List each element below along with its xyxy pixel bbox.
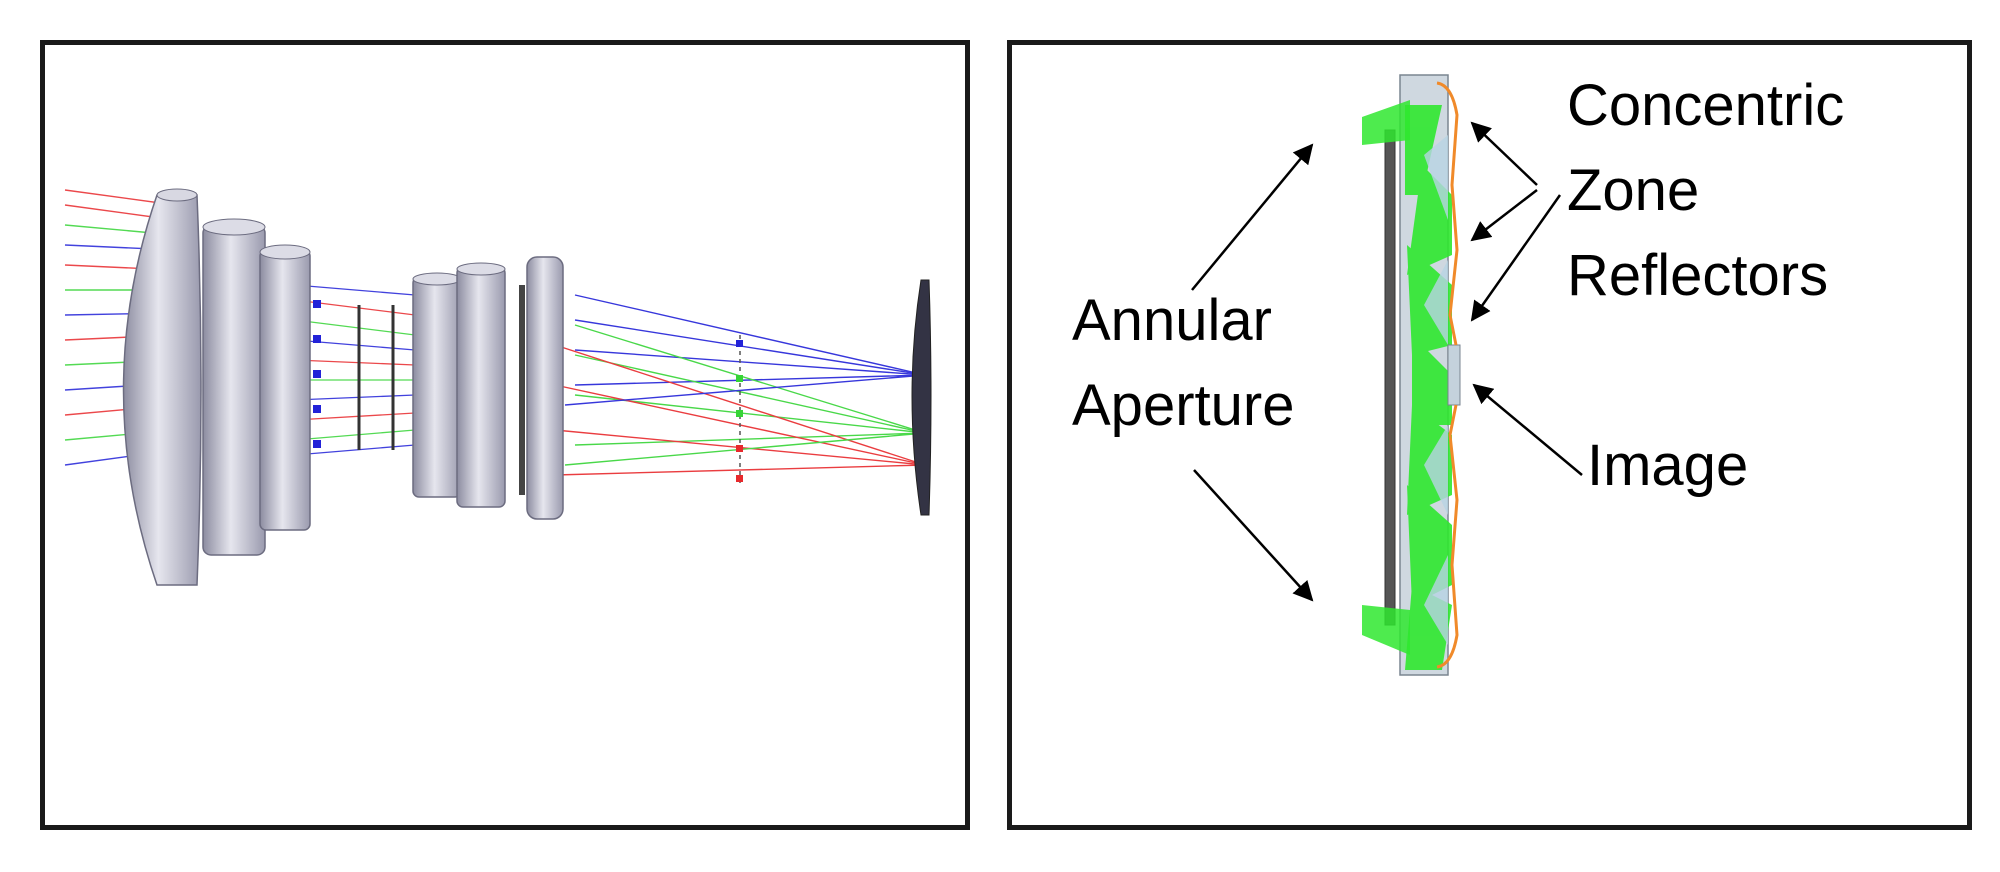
- lens-element-2: [202, 218, 266, 556]
- label-annular: Annular: [1072, 288, 1272, 353]
- image-sensor: [1447, 344, 1461, 406]
- label-concentric: Concentric: [1567, 73, 1844, 138]
- arrow-reflector-top: [1470, 121, 1538, 186]
- annular-optic-panel: Concentric Zone Reflectors Annular Apert…: [1007, 40, 1972, 830]
- glass-body: [1424, 135, 1448, 645]
- arrow-aperture-bottom: [1193, 469, 1314, 602]
- aperture-plate: [1384, 129, 1396, 626]
- lens-element-6: [519, 256, 564, 520]
- intermediate-rays: [294, 284, 416, 456]
- arrow-image: [1472, 383, 1583, 476]
- lens-element-4: [412, 272, 462, 498]
- ray-markers: [313, 300, 395, 450]
- lens-system-diagram: [64, 188, 932, 586]
- lens-element-5: [456, 262, 506, 508]
- arrow-reflector-low: [1470, 194, 1562, 322]
- focusing-rays: [554, 294, 926, 476]
- arrow-aperture-top: [1191, 143, 1314, 291]
- annular-aperture-bands: [1362, 100, 1410, 655]
- concentric-zone-reflectors: [1436, 81, 1459, 669]
- ray-intercept-markers: [736, 335, 743, 485]
- image-plane: [911, 279, 932, 516]
- annotation-arrows: [1191, 121, 1583, 602]
- lens-system-panel: [40, 40, 970, 830]
- label-image: Image: [1587, 433, 1748, 498]
- arrow-reflector-mid: [1470, 189, 1538, 242]
- label-zone: Zone: [1567, 158, 1699, 223]
- lens-element-3: [259, 244, 311, 531]
- label-reflectors: Reflectors: [1567, 243, 1828, 308]
- lens-element-1: [122, 188, 202, 586]
- annular-optic-diagram: Concentric Zone Reflectors Annular Apert…: [1072, 73, 1844, 676]
- label-aperture: Aperture: [1072, 373, 1294, 438]
